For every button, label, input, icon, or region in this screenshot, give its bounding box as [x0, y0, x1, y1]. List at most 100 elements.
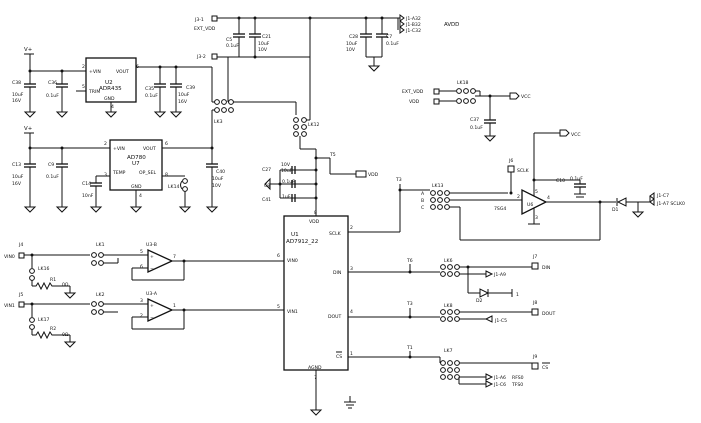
lk18-group: LK18 EXT_VDD VDD VCC C37 0.1uF — [402, 80, 531, 142]
r1-value: 0Ω — [62, 282, 69, 288]
vin1-label: VIN1 — [4, 303, 15, 309]
c41-label: C41 — [262, 197, 271, 203]
cs-path: T1 LK7 J1-A6 RFS0 J1-C6 TFS0 J9 CS — [348, 345, 550, 388]
c37-label: C37 — [470, 117, 479, 123]
j1-c6-label: J1-C6 — [493, 382, 506, 388]
c39-label: C39 — [186, 85, 195, 91]
lk7-label: LK7 — [444, 348, 453, 354]
j1-a32-label: J1-A32 — [405, 16, 421, 22]
c13-value: 10uF — [12, 174, 24, 180]
c27-voltage: 10V — [281, 162, 291, 168]
t3-top-label: T3 — [395, 177, 402, 183]
j1-c7-label: J1-C7 — [656, 193, 669, 199]
c40-voltage: 10V — [212, 183, 222, 189]
dout-path: T3 LK8 J1-C5 J8 DOUT — [348, 300, 556, 324]
lk13-b-label: B — [421, 198, 424, 204]
u1-pin6: 6 — [277, 253, 280, 259]
r1-label: R1 — [50, 277, 56, 283]
u3a-plus: + — [150, 303, 154, 309]
ext-vdd-top-label: EXT_VDD — [194, 26, 216, 32]
u3b-plus: + — [150, 254, 154, 260]
lk13-c-label: C — [421, 205, 424, 211]
ground-icon — [23, 206, 37, 213]
j3-connector-group: J3-1 EXT_VDD J3-2 C5 0.1uF C21 10uF 10V — [194, 15, 310, 103]
u1-ad7912: VDD SCLK U1 AD7912_22 VIN0 DIN VIN1 DOUT… — [277, 210, 356, 416]
u6-pin3: 3 — [535, 215, 538, 221]
u1-decoupling: T5 VDD C27 10V 10uF C8 0.1uF C41 1uF — [262, 152, 379, 203]
j8-connector — [531, 308, 539, 316]
c35-label: C35 — [145, 86, 154, 92]
j6-connector — [507, 165, 515, 173]
d2-pin1: 1 — [516, 292, 519, 298]
u1-pin1: 1 — [350, 351, 353, 357]
c21-voltage: 10V — [258, 47, 268, 53]
u2-adr435: +VIN VOUT U2 ADR435 TRIM GND 2 6 5 4 V+ … — [12, 47, 213, 118]
c13-voltage: 16V — [12, 181, 22, 187]
vcc-label: VCC — [521, 94, 531, 100]
d2-label: D2 — [476, 298, 483, 304]
t5-label: T5 — [329, 152, 336, 158]
c8-value: 0.1uF — [282, 179, 295, 185]
u1-din-pin: DIN — [333, 270, 341, 276]
ground-icon — [63, 341, 77, 348]
lk3-label: LK3 — [214, 119, 223, 125]
vplus-2-label: V+ — [24, 126, 32, 132]
lk13-a-label: A — [421, 191, 425, 197]
u6-pin4: 4 — [547, 195, 550, 201]
lk2-label: LK2 — [96, 292, 105, 298]
vin1-connector — [18, 301, 25, 308]
u3b-minus: − — [150, 267, 154, 272]
c40-label: C40 — [216, 169, 225, 175]
c27-value: 10uF — [281, 168, 293, 174]
c27-label: C27 — [262, 167, 271, 173]
j1-b32-label: J1-B32 — [405, 22, 421, 28]
j5-label: J5 — [18, 292, 23, 298]
j1-a7-label: J1-A7 SCLK0 — [656, 201, 685, 207]
r2-label: R2 — [50, 326, 56, 332]
u2-vout-pin: VOUT — [116, 69, 129, 75]
d1-label: D1 — [612, 207, 619, 213]
u7-pin2: 2 — [104, 141, 107, 147]
ground-icon — [205, 206, 219, 213]
din-label: DIN — [542, 265, 550, 271]
c10-label: C10 — [556, 178, 565, 184]
c10-value: 0.1uF — [570, 176, 583, 182]
c28-voltage: 10V — [346, 47, 356, 53]
sclk-label: SCLK — [517, 168, 530, 174]
j7-connector — [531, 262, 539, 270]
u2-ref: U2 — [105, 80, 113, 86]
u3b-pin7: 7 — [173, 254, 176, 260]
rfs0-label: RFS0 — [512, 375, 524, 381]
u1-ref: U1 — [291, 232, 299, 238]
u1-pin8: 8 — [314, 210, 317, 216]
u1-agnd-pin: AGND — [308, 365, 322, 371]
u2-pin4: 4 — [111, 104, 114, 110]
lk18-label: LK18 — [457, 80, 468, 86]
u3a-minus: − — [150, 316, 154, 321]
ground-icon — [153, 111, 167, 118]
ground-icon — [55, 206, 69, 213]
c39-voltage: 16V — [178, 99, 188, 105]
u2-gnd-pin: GND — [104, 96, 115, 102]
u7-opsel-pin: OP_SEL — [139, 170, 157, 176]
c5-value: 0.1uF — [226, 43, 239, 49]
u3a-label: U3-A — [146, 291, 158, 297]
c40-value: 10uF — [212, 176, 224, 182]
u1-vdd-pin: VDD — [309, 219, 320, 225]
c7-label: C7 — [386, 34, 392, 40]
lk14-label: LK14 — [168, 184, 179, 190]
vcc2-label: VCC — [571, 132, 581, 138]
u7-temp-pin: TEMP — [112, 170, 126, 176]
u7-part: AD780 — [127, 155, 146, 161]
u2-vin-pin: +VIN — [89, 69, 101, 75]
u2-pin5: 5 — [82, 84, 85, 90]
c5-label: C5 — [226, 37, 232, 43]
c28-label: C28 — [349, 34, 358, 40]
c39-value: 10uF — [178, 92, 190, 98]
u6-label: U6 — [527, 202, 533, 208]
c7-value: 0.1uF — [386, 41, 399, 47]
ground-icon — [55, 111, 69, 118]
u7-ad780: +VIN VOUT AD780 U7 TEMP OP_SEL GND 2 6 3… — [12, 110, 225, 213]
t1-label: T1 — [406, 345, 413, 351]
j1-a6-label: J1-A6 — [493, 375, 506, 381]
